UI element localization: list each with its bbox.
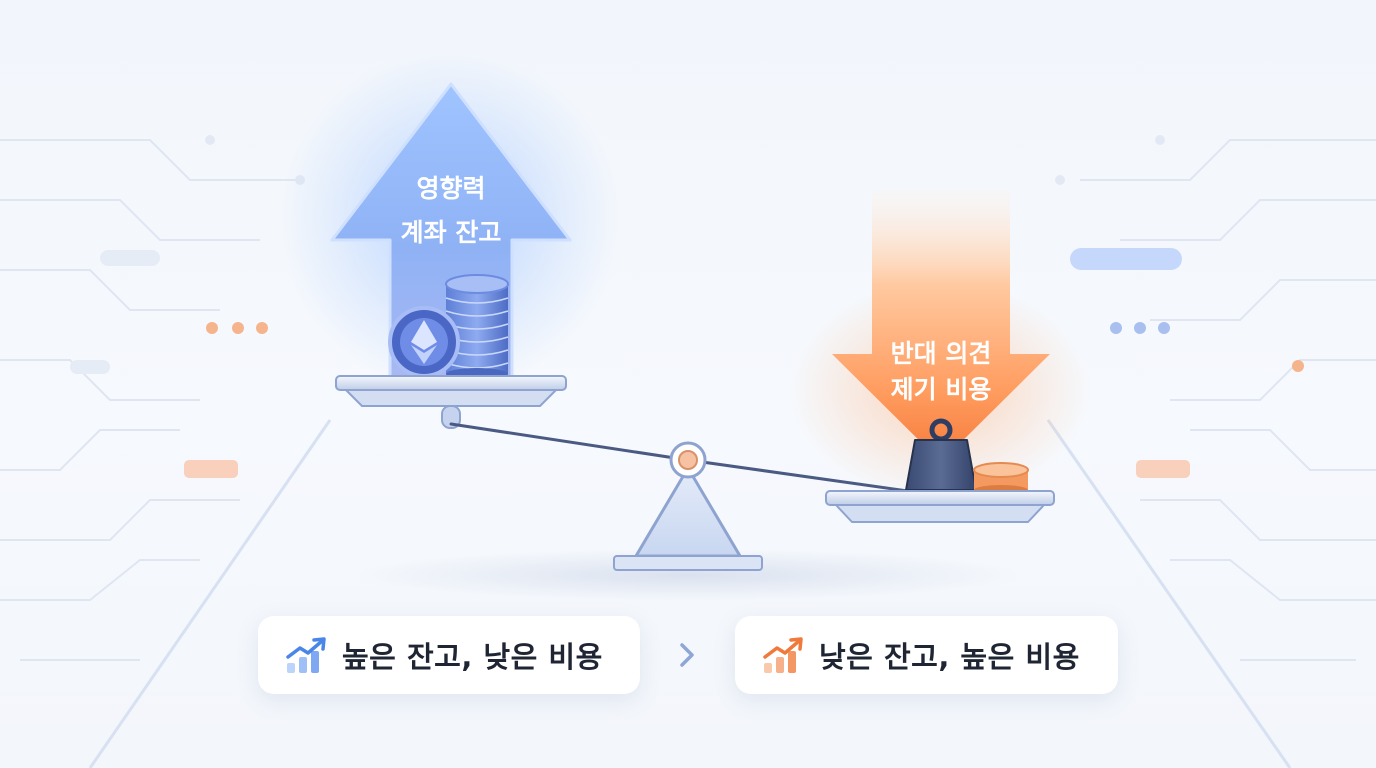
- influence-arrow: 영향력 계좌 잔고: [280, 50, 620, 390]
- floor-shadow: [358, 549, 1018, 601]
- objection-arrow-line2: 제기 비용: [891, 375, 992, 404]
- trend-up-chart-icon: [763, 637, 803, 673]
- trend-up-chart-icon: [286, 637, 326, 673]
- chevron-right-icon: [680, 643, 694, 667]
- decor-dots-right: [1110, 322, 1170, 334]
- circuit-background-right: [1055, 135, 1376, 661]
- weight-icon: [905, 418, 977, 491]
- objection-arrow-line1: 반대 의견: [891, 339, 992, 368]
- caption-left-text: 높은 잔고, 낮은 비용: [342, 640, 603, 674]
- left-scale-pan: [335, 375, 567, 429]
- caption-high-balance-low-cost: 높은 잔고, 낮은 비용: [258, 616, 640, 694]
- caption-right-text: 낮은 잔고, 높은 비용: [819, 640, 1080, 674]
- decor-orange-chip-left: [184, 460, 238, 478]
- objection-cost-arrow: 반대 의견 제기 비용: [790, 190, 1090, 500]
- circuit-background-left: [0, 135, 305, 661]
- floor-line-right: [1046, 419, 1292, 768]
- floor-line-left: [88, 419, 332, 768]
- right-scale-pan: [825, 490, 1055, 523]
- decor-dots-left: [206, 322, 268, 334]
- decor-orange-dot: [1292, 360, 1304, 372]
- decor-blue-bar: [1070, 248, 1182, 270]
- caption-low-balance-high-cost: 낮은 잔고, 높은 비용: [735, 616, 1118, 694]
- influence-arrow-line1: 영향력: [416, 174, 485, 203]
- influence-arrow-line2: 계좌 잔고: [401, 218, 502, 247]
- ethereum-coin-icon: [388, 306, 460, 378]
- scale-fulcrum: [613, 441, 763, 571]
- decor-orange-chip-right: [1136, 460, 1190, 478]
